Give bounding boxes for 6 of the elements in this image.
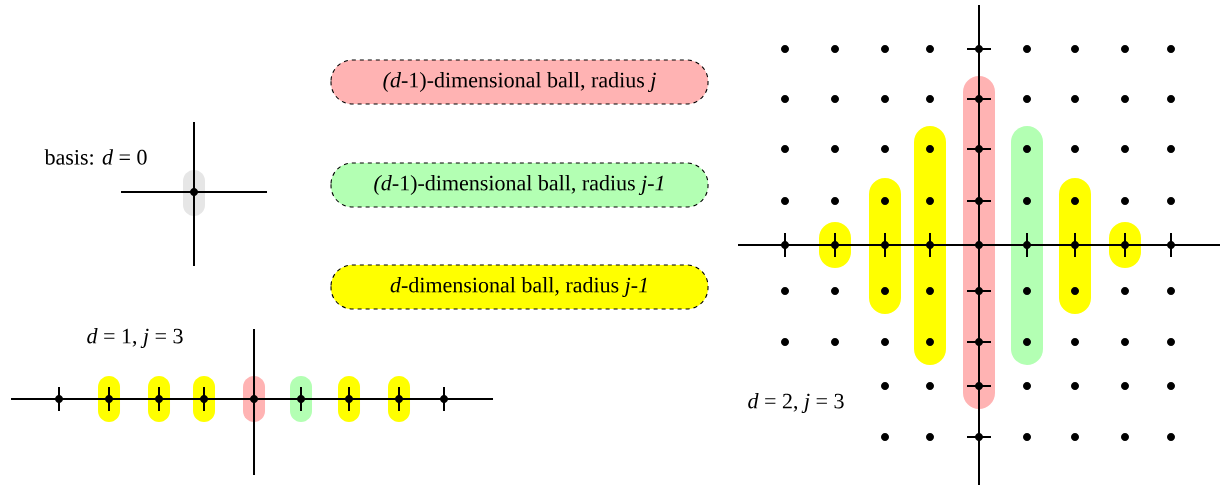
panel-label: d = 1, j = 3 [87, 328, 183, 348]
legend-label: (d-1)-dimensional ball, radius j-1 [374, 175, 664, 195]
panel-label: basis: d = 0 [44, 149, 147, 165]
legend-label: (d-1)-dimensional ball, radius j [383, 72, 656, 92]
panel-label: d = 2, j = 3 [748, 393, 844, 413]
legend-label: d-dimensional ball, radius j-1 [390, 277, 647, 297]
